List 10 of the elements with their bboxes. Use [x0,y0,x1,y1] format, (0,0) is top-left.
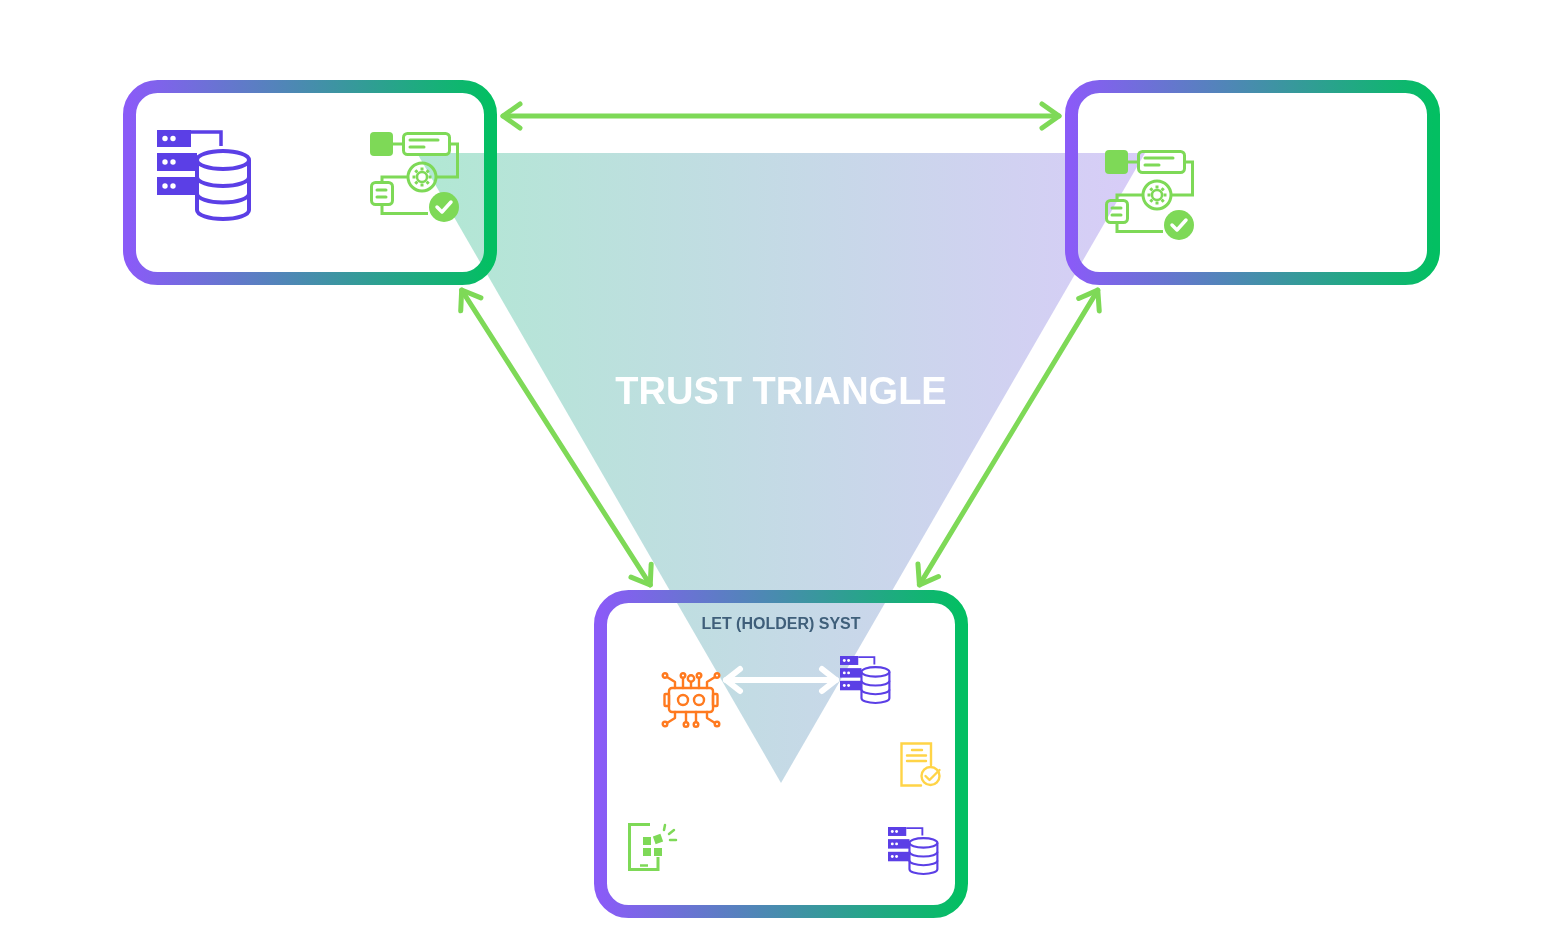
panel-heading: LET (HOLDER) SYST [701,615,861,633]
database-icon [840,656,891,704]
double-arrow [458,287,654,588]
rounded-panel [123,80,497,285]
rounded-panel [1065,80,1440,285]
diagram-title: TRUST TRIANGLE [615,369,947,414]
double-arrow [915,287,1102,588]
rounded-panel [594,590,968,918]
double-arrow [723,666,839,694]
double-arrow [500,101,1062,131]
